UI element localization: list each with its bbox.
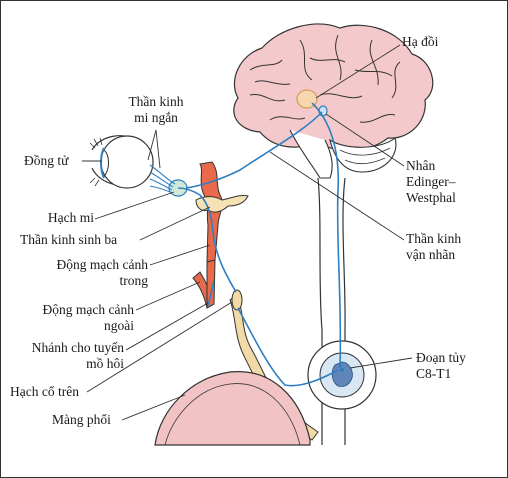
leader-nhanh-tuyen-mo-hoi xyxy=(125,302,209,351)
postganglionic-sympathetic xyxy=(177,187,237,307)
leader-than-kinh-mi-ngan-1 xyxy=(155,129,161,169)
label-dong-mach-canh-ngoai: Động mạch cảnh ngoài xyxy=(6,302,134,334)
label-ha-doi: Hạ đồi xyxy=(402,34,439,49)
label-hach-co-tren: Hạch cổ trên xyxy=(10,384,79,399)
label-nhan-ew-line-1: Nhân xyxy=(406,158,436,173)
preganglionic-sympathetic xyxy=(237,307,339,387)
label-than-kinh-van-nhan: Thần kinh vận nhãn xyxy=(406,231,461,263)
leader-hach-co-tren xyxy=(86,301,233,393)
label-nhan-ew-line-2: Edinger– xyxy=(406,174,456,189)
eye xyxy=(89,135,154,189)
label-mang-phoi: Màng phổi xyxy=(52,412,111,427)
label-nhanh-tuyen-mo-hoi-line-2: mồ hôi xyxy=(86,356,124,371)
leader-than-kinh-mi-ngan-2 xyxy=(147,129,157,161)
leader-dong-mach-canh-trong xyxy=(149,244,211,266)
label-than-kinh-mi-ngan-line-2: mi ngắn xyxy=(134,110,178,125)
leader-than-kinh-sinh-ba xyxy=(139,206,211,241)
label-dong-mach-canh-trong-line-1: Động mạch cảnh xyxy=(56,257,148,272)
label-dong-tu: Đồng tử xyxy=(24,153,69,168)
cerebellum-folia xyxy=(339,147,391,164)
label-than-kinh-van-nhan-line-1: Thần kinh xyxy=(406,231,462,246)
pleura-inner xyxy=(164,383,301,446)
label-than-kinh-sinh-ba: Thần kinh sinh ba xyxy=(20,232,118,247)
label-dong-mach-canh-trong: Động mạch cảnh trong xyxy=(10,257,148,289)
leader-than-kinh-van-nhan xyxy=(269,151,405,241)
hypothalamospinal-tract xyxy=(311,102,342,369)
leader-hach-mi xyxy=(94,191,175,220)
label-than-kinh-van-nhan-line-2: vận nhãn xyxy=(406,247,456,262)
brainstem xyxy=(289,129,333,179)
lens xyxy=(103,149,109,177)
iris xyxy=(100,147,105,179)
eyelashes xyxy=(89,137,103,187)
label-doan-tuy-line-1: Đoạn tủy xyxy=(416,350,466,365)
leader-nhan-ew xyxy=(325,113,405,167)
label-hach-mi: Hạch mi xyxy=(47,210,94,225)
short-ciliary-nerves xyxy=(149,164,176,194)
label-than-kinh-mi-ngan-line-1: Thần kinh xyxy=(128,94,184,109)
label-nhanh-tuyen-mo-hoi-line-1: Nhánh cho tuyến xyxy=(31,340,124,355)
label-doan-tuy: Đoạn tủy C8-T1 xyxy=(416,350,466,382)
pleura xyxy=(154,371,311,446)
superior-cervical-ganglion xyxy=(231,289,243,311)
carotid-common xyxy=(206,259,216,309)
leader-mang-phoi xyxy=(121,394,186,421)
label-dong-mach-canh-trong-line-2: trong xyxy=(119,273,149,288)
label-dong-mach-canh-ngoai-line-1: Động mạch cảnh xyxy=(42,302,134,317)
leader-lines xyxy=(82,44,413,421)
label-than-kinh-mi-ngan: Thần kinh mi ngắn xyxy=(108,94,204,126)
label-nhanh-cho-tuyen-mo-hoi: Nhánh cho tuyến mồ hôi xyxy=(6,340,124,372)
leader-ha-doi xyxy=(315,44,401,99)
label-nhan-ew-line-3: Westphal xyxy=(406,190,456,205)
nerve-pathways xyxy=(177,102,342,387)
leader-dong-mach-canh-ngoai xyxy=(135,281,201,311)
label-nhan-edinger-westphal: Nhân Edinger– Westphal xyxy=(406,158,456,206)
brain-sulci xyxy=(249,34,401,123)
oculomotor-pathway xyxy=(185,111,323,189)
leader-doan-tuy xyxy=(349,357,413,369)
label-dong-mach-canh-ngoai-line-2: ngoài xyxy=(104,318,134,333)
spinal-cord xyxy=(317,177,346,445)
spinal-segment-c8-t1 xyxy=(307,340,377,410)
label-doan-tuy-line-2: C8-T1 xyxy=(416,366,452,381)
